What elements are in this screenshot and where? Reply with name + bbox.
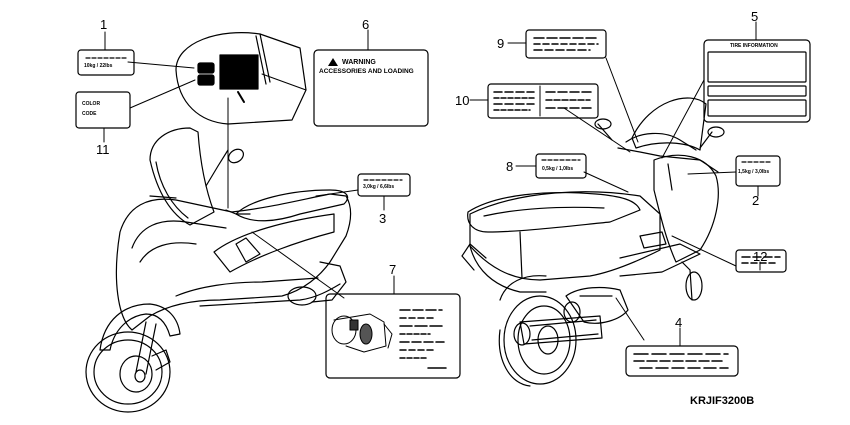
label-6-plate xyxy=(313,49,429,127)
label-2-plate xyxy=(735,155,781,187)
label-11-code: CODE xyxy=(82,111,97,117)
label-2-text: 1,5kg / 3,0lbs xyxy=(738,169,770,175)
label-3-plate xyxy=(357,173,411,197)
callout-5: 5 xyxy=(751,9,759,24)
callout-10: 10 xyxy=(455,93,470,108)
label-12-plate xyxy=(735,249,787,273)
callout-11: 11 xyxy=(96,142,110,157)
leader-lines xyxy=(103,21,761,347)
scooter-front-view xyxy=(85,127,352,413)
callout-1: 1 xyxy=(100,17,108,32)
callout-6: 6 xyxy=(362,17,370,32)
callout-8: 8 xyxy=(506,159,514,174)
scooter-rear-view xyxy=(461,97,725,387)
label-3-text: 3,0kg / 6,6lbs xyxy=(363,184,395,190)
callout-2: 2 xyxy=(752,193,760,208)
label-5-plate xyxy=(703,39,811,123)
label-7-plate xyxy=(325,293,461,379)
label-11-plate xyxy=(75,91,131,129)
callout-12: 12 xyxy=(753,249,768,264)
callout-3: 3 xyxy=(379,211,387,226)
storage-closeup xyxy=(175,32,307,125)
label-9-plate xyxy=(525,29,607,59)
label-7-engine-illustration xyxy=(331,313,393,353)
label-1-plate xyxy=(77,49,135,76)
diagram-code: KRJIF3200B xyxy=(690,395,755,407)
label-6-heading: WARNING xyxy=(342,59,376,66)
label-11-color: COLOR xyxy=(82,101,101,107)
label-8-plate xyxy=(535,153,587,179)
label-6-subheading: ACCESSORIES AND LOADING xyxy=(319,68,414,75)
label-4-plate xyxy=(625,345,739,377)
label-1-text: 10kg / 22lbs xyxy=(84,63,113,69)
callout-9: 9 xyxy=(497,36,505,51)
callout-4: 4 xyxy=(675,315,683,330)
label-10-plate xyxy=(487,83,599,119)
callout-7: 7 xyxy=(389,262,397,277)
label-8-text: 0,5kg / 1,0lbs xyxy=(542,166,574,172)
label-5-title: TIRE INFORMATION xyxy=(730,43,778,49)
